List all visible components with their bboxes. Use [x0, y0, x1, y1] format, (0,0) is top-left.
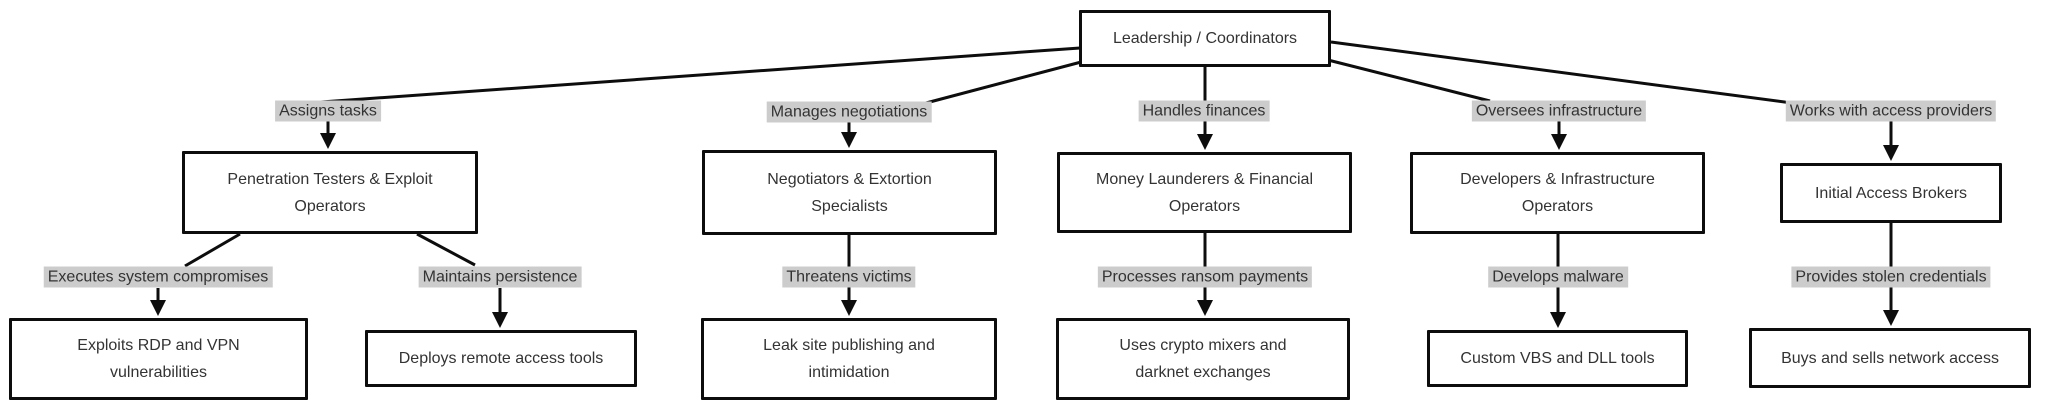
edge-label-provides-stolen-credentials: Provides stolen credentials [1791, 266, 1991, 288]
node-custom-vbs-dll-tools: Custom VBS and DLL tools [1427, 330, 1688, 387]
node-money-launderers-label: Money Launderers & Financial Operators [1095, 170, 1313, 215]
node-leak-site-publishing-label: Leak site publishing and intimidation [763, 337, 935, 381]
edge-label-threatens-victims: Threatens victims [782, 266, 916, 288]
edge-label-executes-system-compromises: Executes system compromises [43, 266, 273, 288]
node-leadership-label: Leadership / Coordinators [1112, 30, 1298, 47]
node-developers-label: Developers & Infrastructure Operators [1460, 171, 1655, 215]
node-negotiators: Negotiators & Extortion Specialists [702, 150, 997, 235]
edge-label-maintains-persistence: Maintains persistence [418, 266, 582, 288]
node-developers: Developers & Infrastructure Operators [1410, 152, 1705, 234]
node-leadership: Leadership / Coordinators [1079, 10, 1331, 67]
edge-leadership-oversees-infrastructure [1319, 56, 1491, 103]
edge-label-assigns-tasks: Assigns tasks [275, 100, 381, 122]
node-buys-sells-network-access-label: Buys and sells network access [1781, 349, 1999, 367]
edge-label-oversees-infrastructure: Oversees infrastructure [1471, 100, 1647, 122]
edge-pentest-executes [184, 232, 241, 268]
node-exploits-rdp-vpn-label: Exploits RDP and VPN vulnerabilities [77, 337, 240, 381]
node-deploys-remote-access-tools: Deploys remote access tools [365, 330, 637, 387]
node-custom-vbs-dll-tools-label: Custom VBS and DLL tools [1460, 350, 1655, 367]
edge-pentest-maintains [416, 232, 476, 267]
edge-leadership-manages-negotiations [925, 59, 1086, 105]
edge-leadership-works-with-access [1330, 40, 1793, 105]
edge-label-develops-malware: Develops malware [1488, 266, 1628, 288]
node-crypto-mixers: Uses crypto mixers and darknet exchanges [1056, 318, 1350, 400]
node-negotiators-label: Negotiators & Extortion Specialists [767, 170, 932, 215]
node-penetration-testers: Penetration Testers & Exploit Operators [182, 151, 478, 234]
node-money-launderers: Money Launderers & Financial Operators [1057, 152, 1352, 233]
edge-label-handles-finances: Handles finances [1138, 100, 1270, 122]
node-leak-site-publishing: Leak site publishing and intimidation [701, 318, 997, 400]
node-exploits-rdp-vpn: Exploits RDP and VPN vulnerabilities [9, 318, 308, 400]
edge-leadership-assigns-tasks [306, 46, 1081, 105]
edge-label-manages-negotiations: Manages negotiations [766, 101, 932, 123]
node-crypto-mixers-label: Uses crypto mixers and darknet exchanges [1119, 337, 1287, 381]
node-deploys-remote-access-tools-label: Deploys remote access tools [398, 350, 604, 367]
edge-label-processes-ransom-payments: Processes ransom payments [1097, 266, 1313, 288]
node-initial-access-brokers: Initial Access Brokers [1780, 163, 2002, 223]
node-penetration-testers-label: Penetration Testers & Exploit Operators [227, 170, 433, 215]
node-buys-sells-network-access: Buys and sells network access [1749, 328, 2031, 388]
node-initial-access-brokers-label: Initial Access Brokers [1814, 184, 1968, 202]
edge-label-works-with-access-providers: Works with access providers [1785, 100, 1997, 122]
